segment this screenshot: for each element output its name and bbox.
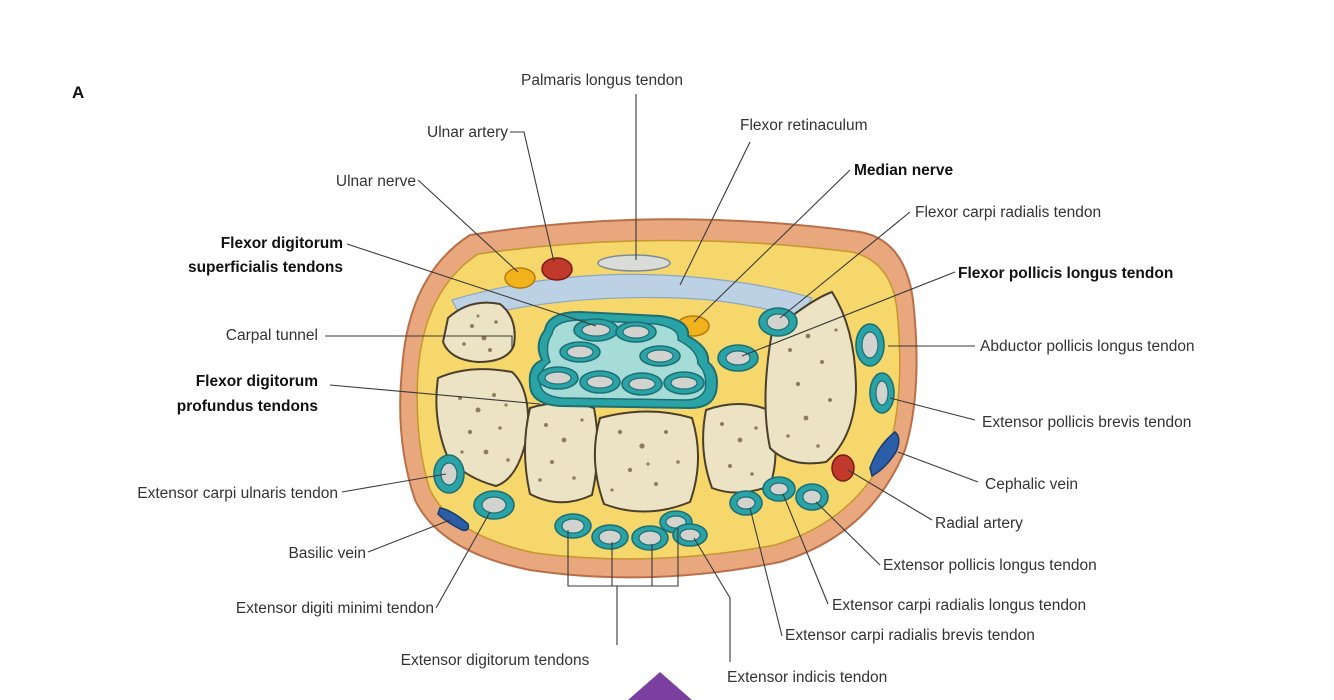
panel-letter: A — [72, 83, 84, 102]
label-extensor-carpi-radialis-brevis-tendon: Extensor carpi radialis brevis tendon — [785, 627, 1035, 644]
extensor-pollicis-longus-tendon — [795, 483, 829, 511]
label-palmaris-longus-tendon: Palmaris longus tendon — [521, 72, 683, 89]
extensor-carpi-ulnaris-tendon — [433, 454, 465, 494]
cephalic-vein — [869, 431, 900, 478]
extensor-pollicis-brevis-tendon — [869, 372, 895, 414]
label-extensor-pollicis-longus-tendon: Extensor pollicis longus tendon — [883, 557, 1097, 574]
extensor-carpi-radialis-longus-tendon — [762, 476, 796, 502]
label-median-nerve: Median nerve — [854, 162, 953, 179]
label-extensor-carpi-ulnaris-tendon: Extensor carpi ulnaris tendon — [137, 485, 338, 502]
label-extensor-indicis-tendon: Extensor indicis tendon — [727, 669, 887, 686]
label-flexor-retinaculum: Flexor retinaculum — [740, 117, 868, 134]
label-fdp-line1: Flexor digitorum — [196, 373, 318, 390]
label-carpal-tunnel: Carpal tunnel — [226, 327, 318, 344]
carpal-tunnel-tendons — [537, 318, 705, 396]
label-extensor-digitorum-tendons: Extensor digitorum tendons — [401, 652, 590, 669]
trapezoid-bone — [593, 410, 699, 513]
label-extensor-pollicis-brevis-tendon: Extensor pollicis brevis tendon — [982, 414, 1191, 431]
ulnar-artery — [541, 257, 573, 281]
basilic-vein — [437, 507, 470, 532]
wrist-anatomy — [399, 218, 918, 579]
label-extensor-carpi-radialis-longus-tendon: Extensor carpi radialis longus tendon — [832, 597, 1086, 614]
radial-artery — [831, 454, 855, 482]
purple-triangle-marker[interactable] — [628, 672, 692, 700]
ulnar-nerve — [504, 267, 536, 289]
label-cephalic-vein: Cephalic vein — [985, 476, 1078, 493]
label-radial-artery: Radial artery — [935, 515, 1023, 532]
trapezium-bone — [702, 403, 777, 494]
label-flexor-pollicis-longus-tendon: Flexor pollicis longus tendon — [958, 265, 1173, 282]
bone-texture — [458, 314, 838, 492]
label-fds-line2: superficialis tendons — [188, 259, 343, 276]
capitate-bone — [524, 402, 599, 504]
extensor-indicis-tendon — [672, 523, 708, 547]
abductor-pollicis-longus-tendon — [855, 323, 885, 367]
label-ulnar-artery: Ulnar artery — [427, 124, 508, 141]
label-fds-line1: Flexor digitorum — [221, 235, 343, 252]
flexor-carpi-radialis-tendon — [758, 307, 798, 337]
labels: Palmaris longus tendon Ulnar artery Flex… — [137, 72, 1194, 686]
palmaris-longus-tendon — [597, 254, 671, 272]
pisiform-bone — [441, 301, 516, 364]
label-fdp-line2: profundus tendons — [177, 398, 318, 415]
label-ulnar-nerve: Ulnar nerve — [336, 173, 416, 190]
label-flexor-carpi-radialis-tendon: Flexor carpi radialis tendon — [915, 204, 1101, 221]
flexor-pollicis-longus-tendon — [717, 344, 759, 372]
extensor-carpi-radialis-brevis-tendon — [729, 490, 763, 516]
extensor-digitorum-tendons — [554, 510, 693, 551]
label-abductor-pollicis-longus-tendon: Abductor pollicis longus tendon — [980, 338, 1195, 355]
leader-lines — [325, 94, 979, 662]
label-extensor-digiti-minimi-tendon: Extensor digiti minimi tendon — [236, 600, 434, 617]
scaphoid-bone — [764, 290, 858, 465]
extensor-digiti-minimi-tendon — [473, 490, 515, 520]
label-basilic-vein: Basilic vein — [288, 545, 366, 562]
